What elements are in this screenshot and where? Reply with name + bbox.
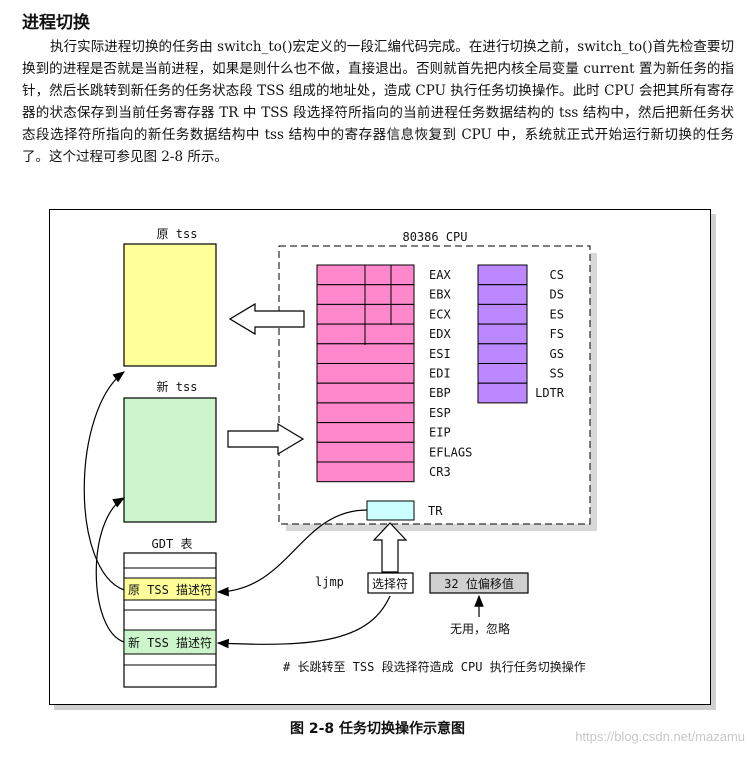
general-register-labels: EAX EBX ECX EDX ESI EDI EBP ESP EIP EFLAGS CR3 xyxy=(429,268,472,479)
segment-register-label: CS xyxy=(550,268,564,282)
segment-register-cell xyxy=(477,264,528,286)
general-register-label: ECX xyxy=(429,307,451,321)
unused-label: 无用，忽略 xyxy=(450,621,510,636)
watermark: https://blog.csdn.net/mazamu xyxy=(575,729,745,744)
body-paragraph: 执行实际进程切换的任务由 switch_to()宏定义的一段汇编代码完成。在进行… xyxy=(22,36,734,168)
figure-caption: 图 2-8 任务切换操作示意图 xyxy=(289,721,466,737)
general-register-label: EIP xyxy=(429,426,451,440)
segment-register-label: FS xyxy=(550,327,564,341)
segment-register-label: GS xyxy=(550,347,564,361)
offset-label: 32 位偏移值 xyxy=(444,576,514,591)
general-register-label: EFLAGS xyxy=(429,445,472,459)
segment-register-cell xyxy=(477,284,528,305)
general-register-cell xyxy=(316,382,415,404)
new-tss-box xyxy=(123,397,217,523)
segment-register-labels: CS DS ES FS GS SS LDTR xyxy=(535,268,565,400)
segment-registers-block xyxy=(477,264,528,404)
segment-register-cell xyxy=(477,363,528,384)
segment-register-cell xyxy=(477,343,528,365)
tr-to-old-descriptor-arrow xyxy=(216,509,368,597)
restore-from-new-tss-arrow xyxy=(227,422,305,456)
general-register-cell xyxy=(316,402,415,424)
gdt-table xyxy=(123,552,217,688)
ljmp-label: ljmp xyxy=(315,575,344,589)
figure-frame: 80386 CPU 原 tss 新 tss EAX EBX ECX EDX ESI EDI… xyxy=(49,209,711,705)
general-register-cell xyxy=(316,422,415,443)
selector-to-new-descriptor-arrow xyxy=(216,595,391,649)
general-registers-block xyxy=(316,264,415,483)
general-register-label: EBX xyxy=(429,288,451,302)
general-register-label: ESP xyxy=(429,406,451,420)
old-tss-box xyxy=(123,243,217,367)
general-register-cell xyxy=(316,343,415,365)
segment-register-label: DS xyxy=(550,288,564,302)
general-register-label: CR3 xyxy=(429,465,451,479)
paragraph-text: 执行实际进程切换的任务由 switch_to()宏定义的一段汇编代码完成。在进行… xyxy=(22,39,734,165)
cpu-label: 80386 CPU xyxy=(402,230,467,244)
save-to-old-tss-arrow xyxy=(228,302,305,336)
old-descriptor-to-old-tss-arrow xyxy=(83,371,125,591)
tr-label: TR xyxy=(428,504,443,518)
general-register-label: EBP xyxy=(429,386,451,400)
new-tss-label: 新 tss xyxy=(157,379,198,394)
task-switch-diagram: 80386 CPU 原 tss 新 tss EAX EBX ECX EDX ESI EDI… xyxy=(83,227,597,688)
new-tss-descriptor-row xyxy=(123,629,217,655)
general-register-cell xyxy=(316,461,415,483)
segment-register-label: LDTR xyxy=(535,386,565,400)
segment-register-cell xyxy=(477,382,528,404)
tr-register xyxy=(366,500,415,521)
new-tss-descriptor-label: 新 TSS 描述符 xyxy=(128,635,212,650)
general-register-cell xyxy=(316,363,415,384)
figure-note: # 长跳转至 TSS 段选择符造成 CPU 执行任务切换操作 xyxy=(283,659,586,674)
old-tss-descriptor-row xyxy=(123,577,217,601)
segment-register-label: SS xyxy=(550,367,564,381)
offset-box xyxy=(429,572,529,594)
general-register-label: EDX xyxy=(429,327,451,341)
segment-register-cell xyxy=(477,323,528,345)
general-register-cell xyxy=(316,441,415,463)
selector-to-tr-arrow xyxy=(372,522,408,573)
gdt-label: GDT 表 xyxy=(152,537,193,551)
selector-box xyxy=(367,572,414,594)
segment-register-cell xyxy=(477,303,528,325)
new-descriptor-to-new-tss-arrow xyxy=(95,497,126,643)
general-register-label: ESI xyxy=(429,347,451,361)
old-tss-descriptor-label: 原 TSS 描述符 xyxy=(128,582,212,597)
section-heading: 进程切换 xyxy=(22,13,90,33)
segment-register-label: ES xyxy=(550,307,564,321)
general-register-label: EAX xyxy=(429,268,451,282)
old-tss-label: 原 tss xyxy=(157,227,198,241)
selector-label: 选择符 xyxy=(372,576,408,591)
general-register-label: EDI xyxy=(429,367,451,381)
